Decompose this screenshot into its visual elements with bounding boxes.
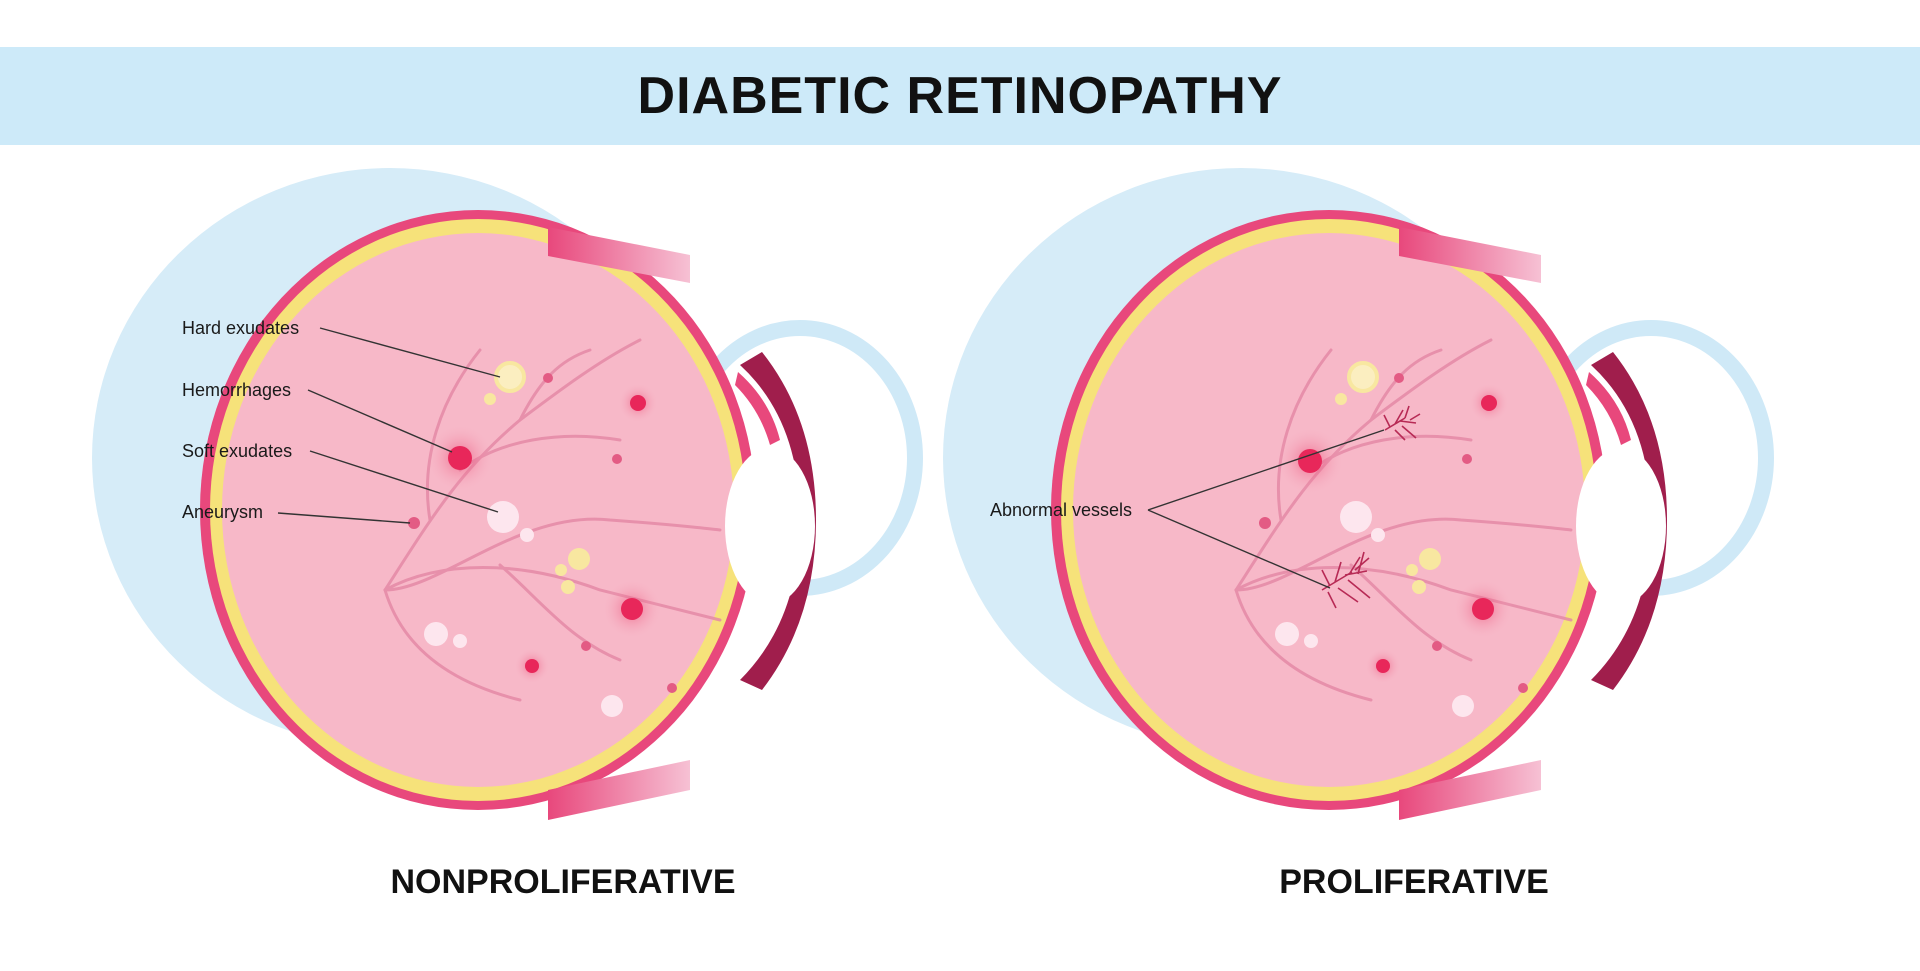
title-banner: DIABETIC RETINOPATHY <box>0 47 1920 145</box>
page-title: DIABETIC RETINOPATHY <box>637 67 1283 125</box>
label-hemorrhages: Hemorrhages <box>182 380 291 400</box>
label-hard-exudates: Hard exudates <box>182 318 299 338</box>
caption-nonproliferative: NONPROLIFERATIVE <box>390 863 735 901</box>
soft-exudate-marker <box>487 501 519 533</box>
caption-proliferative: PROLIFERATIVE <box>1279 863 1549 901</box>
label-abnormal-vessels: Abnormal vessels <box>990 500 1132 520</box>
aneurysm-marker <box>408 517 420 529</box>
abnormal-vessels-marker <box>1321 405 1421 609</box>
label-soft-exudates: Soft exudates <box>182 441 292 461</box>
eye-nonproliferative: Hard exudates Hemorrhages Soft exudates … <box>92 168 915 901</box>
label-aneurysm: Aneurysm <box>182 502 263 522</box>
eye-proliferative: Abnormal vessels PROLIFERATIVE <box>943 168 1766 901</box>
hard-exudate-marker <box>494 361 526 393</box>
